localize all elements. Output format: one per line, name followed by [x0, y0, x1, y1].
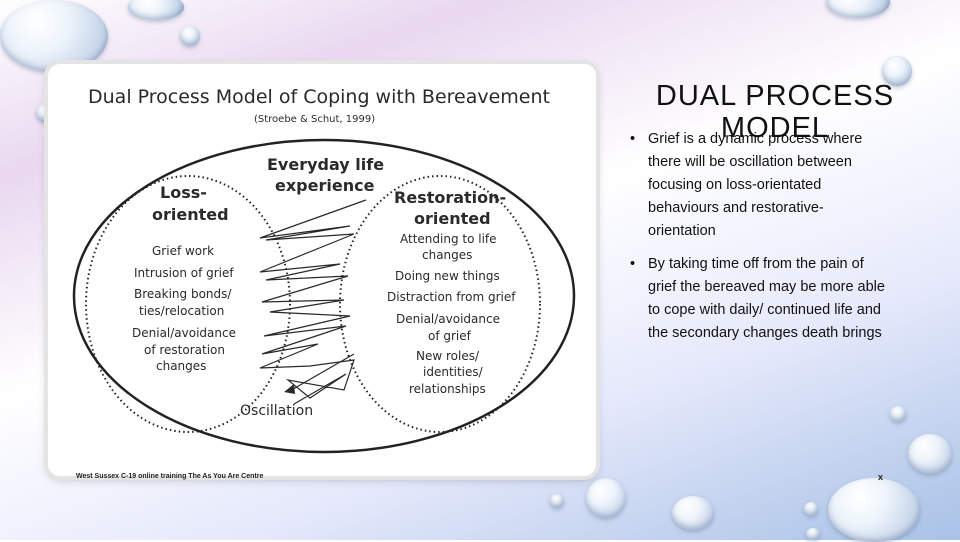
bullet-text: By taking time off from the pain of grie…: [648, 256, 885, 341]
water-droplet-decoration: [804, 502, 818, 516]
water-droplet-decoration: [826, 0, 890, 18]
bullet-dot: •: [630, 256, 636, 272]
water-droplet-decoration: [828, 478, 920, 542]
water-droplet-decoration: [0, 0, 108, 72]
loss-item: Intrusion of grief: [134, 266, 234, 280]
center-heading-line2: experience: [275, 176, 375, 195]
center-heading-line1: Everyday life: [267, 155, 384, 174]
restoration-item: of grief: [428, 329, 472, 343]
water-droplet-decoration: [550, 494, 564, 508]
bullet-text: Grief is a dynamic process where there w…: [648, 131, 863, 239]
restoration-item: identities/: [423, 365, 484, 379]
oscillation-arrow-line: [287, 353, 355, 393]
bullet-item: • Grief is a dynamic process where there…: [628, 128, 890, 243]
restoration-item: New roles/: [416, 349, 480, 363]
restoration-ellipse: [339, 175, 541, 433]
dual-process-diagram: Dual Process Model of Coping with Bereav…: [72, 86, 576, 454]
footer-text: West Sussex C-19 online training The As …: [76, 473, 264, 480]
oscillation-zigzag: [259, 199, 367, 405]
restoration-heading-line1: Restoration-: [394, 188, 506, 207]
loss-item: Breaking bonds/: [134, 287, 232, 301]
loss-heading-line2: oriented: [152, 205, 229, 224]
loss-item: changes: [156, 359, 206, 373]
outer-ellipse: [72, 138, 576, 454]
water-droplet-decoration: [890, 406, 906, 422]
water-droplet-decoration: [672, 496, 714, 530]
loss-item: of restoration: [144, 343, 225, 357]
restoration-item: Attending to life: [400, 232, 497, 246]
water-droplet-decoration: [128, 0, 184, 20]
restoration-item: Doing new things: [395, 269, 500, 283]
restoration-heading-line2: oriented: [414, 209, 491, 228]
diagram-image: Dual Process Model of Coping with Bereav…: [48, 64, 596, 476]
bullet-item: • By taking time off from the pain of gr…: [628, 253, 890, 345]
restoration-item: relationships: [409, 382, 486, 396]
water-droplet-decoration: [806, 528, 820, 540]
slide-number: x: [878, 472, 884, 482]
restoration-item: Distraction from grief: [387, 290, 516, 304]
oscillation-arrowhead: [284, 384, 295, 394]
restoration-item: Denial/avoidance: [396, 312, 500, 326]
loss-item: ties/relocation: [139, 304, 224, 318]
bullet-dot: •: [630, 131, 636, 147]
water-droplet-decoration: [586, 478, 626, 518]
diagram-citation: (Stroebe & Schut, 1999): [254, 114, 375, 125]
water-droplet-decoration: [180, 26, 200, 46]
water-droplet-decoration: [908, 434, 952, 474]
water-droplet-decoration: [882, 56, 912, 86]
loss-item: Denial/avoidance: [132, 326, 236, 340]
loss-ellipse: [85, 175, 291, 433]
restoration-item: changes: [422, 248, 472, 262]
loss-heading-line1: Loss-: [160, 183, 207, 202]
slide-title: DUAL PROCESS MODEL: [655, 80, 895, 144]
bullet-list: • Grief is a dynamic process where there…: [628, 128, 890, 355]
diagram-title: Dual Process Model of Coping with Bereav…: [88, 86, 550, 108]
oscillation-label: Oscillation: [240, 403, 313, 419]
loss-item: Grief work: [152, 244, 214, 258]
